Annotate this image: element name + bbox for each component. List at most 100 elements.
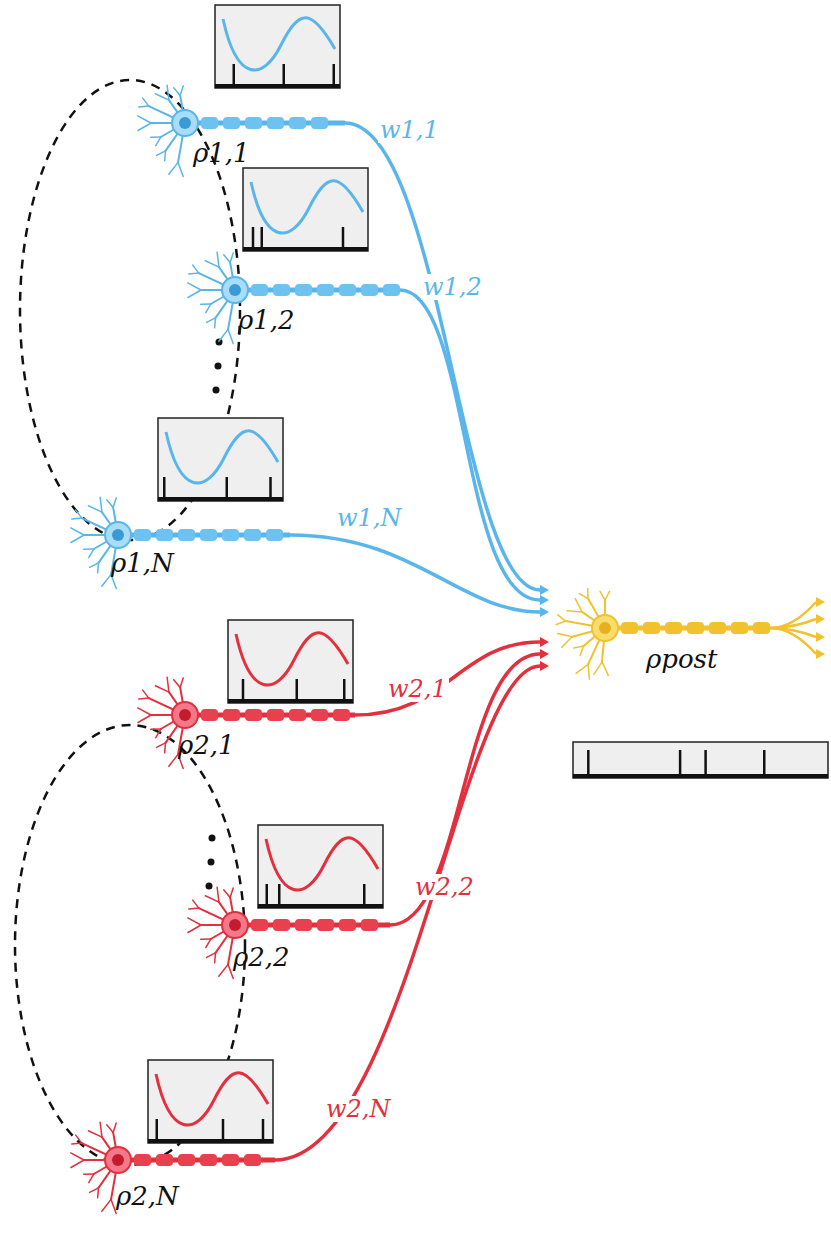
myelin-segment <box>709 622 726 634</box>
dendrite <box>143 98 149 106</box>
spike-tick <box>763 750 766 778</box>
spike-plot-box <box>228 620 353 703</box>
dendrite <box>88 1131 102 1137</box>
neuron-drawing <box>123 670 355 770</box>
dendrite <box>188 290 201 298</box>
dendrite <box>219 329 228 341</box>
myelin-segment <box>222 1154 239 1166</box>
dendrite <box>72 517 82 519</box>
dendrite <box>151 728 161 730</box>
rate-curve <box>251 181 363 233</box>
myelin-segment <box>134 529 151 541</box>
axon-path <box>290 535 540 612</box>
axon-terminal <box>770 602 816 628</box>
spike-tick <box>296 679 299 703</box>
dendrite <box>143 690 149 698</box>
dendrite <box>139 697 149 699</box>
myelin-segment <box>621 622 638 634</box>
nucleus <box>179 117 191 129</box>
myelin-segment <box>245 117 262 129</box>
myelin-segment <box>731 622 748 634</box>
soma <box>105 522 131 548</box>
spike-tick <box>226 477 229 501</box>
rate-curve <box>223 18 335 70</box>
spike-tick <box>343 679 346 703</box>
dendrite <box>602 662 608 676</box>
dendrite <box>579 594 588 599</box>
rate-label: ρpost <box>646 645 717 674</box>
time-axis <box>573 774 828 778</box>
rate-curve <box>236 633 348 685</box>
spike-plot-box <box>243 168 368 251</box>
dendrite <box>72 1142 82 1144</box>
arrowhead <box>540 637 549 647</box>
post-neuron: ρpost <box>548 575 828 685</box>
dendrite <box>224 890 230 898</box>
dendrite <box>558 633 573 636</box>
neuron: ρ1,1 <box>123 78 345 178</box>
dendrite <box>111 1199 116 1213</box>
myelin-segment <box>156 529 173 541</box>
weight-label: w2,1 <box>386 676 449 702</box>
dendrite <box>580 646 583 655</box>
spike-tick <box>283 64 286 88</box>
axon-path <box>400 290 540 600</box>
dendrite <box>97 563 99 573</box>
myelin-segment <box>339 919 356 931</box>
spike-plot-box <box>215 5 340 88</box>
dendrite <box>156 729 161 738</box>
dendrite <box>201 303 211 305</box>
soma <box>592 615 618 641</box>
dendrite <box>167 677 169 692</box>
spike-tick <box>704 750 707 778</box>
dendrite <box>217 252 219 267</box>
dendrite <box>138 123 151 131</box>
terminal-bouton <box>816 632 825 642</box>
spike-tick <box>242 679 245 703</box>
dendrite <box>169 162 178 174</box>
myelin-segment <box>134 1154 151 1166</box>
myelin-segment <box>178 1154 195 1166</box>
spike-tick <box>587 750 590 778</box>
nucleus <box>229 284 241 296</box>
dendrite <box>228 329 233 343</box>
dendrite <box>588 664 589 679</box>
weight-label: w1,N <box>335 505 403 531</box>
dendrite <box>90 1188 99 1193</box>
myelin-segment <box>333 709 350 721</box>
dendrite <box>164 743 166 753</box>
dendrite <box>214 953 216 963</box>
dendrite <box>180 678 183 688</box>
weight-label: w2,N <box>324 1096 392 1122</box>
myelin-segment <box>178 529 195 541</box>
dendrite <box>71 1160 84 1168</box>
dendrite <box>189 907 199 909</box>
dendrite <box>76 510 82 518</box>
dendrite <box>205 896 219 902</box>
arrowhead <box>540 661 549 671</box>
dendrite <box>157 743 166 748</box>
synapse-connector <box>400 290 549 605</box>
axon-path <box>355 642 540 715</box>
rate-curve <box>266 838 378 890</box>
dendrite <box>97 1188 99 1198</box>
spike-tick <box>269 477 272 501</box>
myelin-segment <box>361 919 378 931</box>
dendrite <box>107 500 113 508</box>
dendrite <box>205 261 219 267</box>
dendrite <box>214 318 216 328</box>
myelin-segment <box>687 622 704 634</box>
dendrite <box>188 283 201 290</box>
neuron: ρ2,N <box>56 1115 275 1215</box>
rate-label: ρ1,N <box>111 549 174 578</box>
dendrite <box>178 162 183 176</box>
dendrite <box>113 498 116 508</box>
spike-tick <box>266 884 269 908</box>
dendrite <box>84 548 94 550</box>
dendrite <box>587 589 589 599</box>
rate-curve <box>166 431 278 483</box>
dendrite <box>155 686 169 692</box>
dendrite <box>189 272 199 274</box>
dendrite <box>180 86 183 96</box>
dendrite <box>230 888 233 898</box>
